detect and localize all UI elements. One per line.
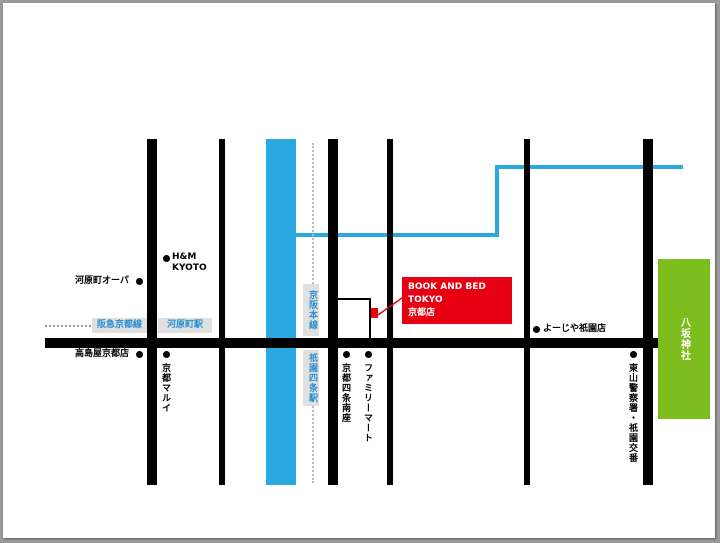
road-vertical	[643, 139, 653, 485]
hm-dot	[163, 255, 170, 262]
road-vertical	[387, 139, 393, 485]
road-vertical	[147, 139, 157, 485]
police-dot	[630, 351, 637, 358]
alley	[369, 298, 371, 338]
river	[266, 139, 296, 485]
map-canvas: BOOK AND BED TOKYO 京都店 八坂神社 阪急京都線 河原町駅 京…	[3, 3, 715, 538]
hotel-name: BOOK AND BED TOKYO	[408, 282, 486, 305]
hotel-callout: BOOK AND BED TOKYO 京都店	[402, 277, 512, 324]
takashimaya-label: 高島屋京都店	[75, 349, 130, 359]
rail-line-segment	[495, 165, 683, 169]
yasaka-shrine: 八坂神社	[658, 259, 710, 419]
road-vertical	[524, 139, 530, 485]
hm-label: H&M KYOTO	[172, 252, 207, 273]
opa-label: 河原町オーパ	[75, 276, 129, 286]
keihan-line-label: 京阪本線	[303, 284, 319, 336]
opa-dot	[136, 278, 143, 285]
shijo-street	[45, 338, 665, 348]
yojiya-label: よーじや祇園店	[543, 324, 607, 334]
yojiya-dot	[533, 326, 540, 333]
road-vertical	[219, 139, 225, 485]
hankyu-underground-line	[45, 325, 95, 327]
kawaramachi-station-label: 河原町駅	[158, 318, 212, 333]
familymart-label: ファミリーマート	[362, 363, 372, 443]
marui-dot	[163, 351, 170, 358]
gion-shijo-station-label: 祇園四条駅	[303, 350, 319, 406]
rail-line-segment	[495, 165, 499, 237]
hotel-marker	[371, 308, 378, 318]
alley	[338, 298, 371, 300]
hotel-branch: 京都店	[408, 308, 436, 318]
road-vertical	[328, 139, 338, 485]
hankyu-line-label: 阪急京都線	[92, 318, 147, 333]
police-label: 東山警察署・祇園交番	[627, 363, 637, 463]
minamiza-dot	[343, 351, 350, 358]
familymart-dot	[365, 351, 372, 358]
minamiza-label: 京都四条南座	[340, 363, 350, 423]
marui-label: 京都マルイ	[160, 363, 170, 413]
rail-line-segment	[296, 233, 499, 237]
takashimaya-dot	[136, 351, 143, 358]
